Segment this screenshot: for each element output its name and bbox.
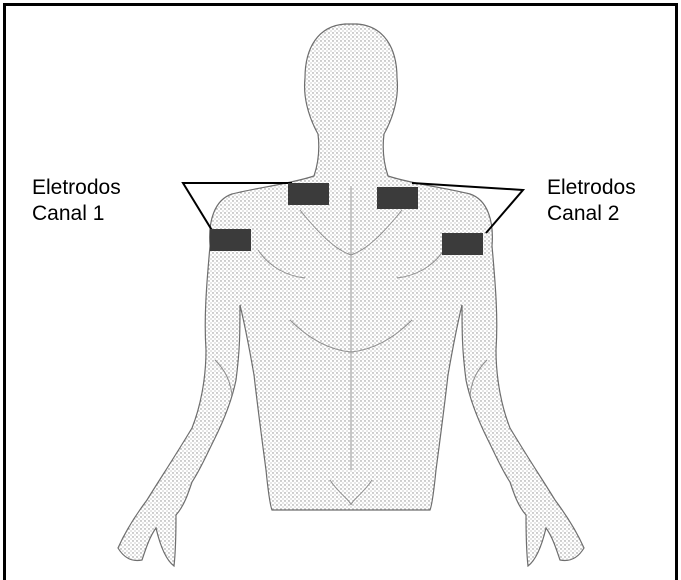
channel-1-label-line1: Eletrodos (32, 175, 121, 201)
channel-2-label-line2: Canal 2 (547, 201, 636, 227)
electrode-channel-2-trapezius (377, 187, 418, 209)
channel-2-label: Eletrodos Canal 2 (547, 175, 636, 227)
electrode-channel-2-deltoid (442, 233, 483, 255)
channel-1-label: Eletrodos Canal 1 (32, 175, 121, 227)
channel-1-label-line2: Canal 1 (32, 201, 121, 227)
electrode-channel-1-trapezius (288, 183, 329, 205)
electrode-channel-1-deltoid (210, 229, 251, 251)
channel-2-label-line1: Eletrodos (547, 175, 636, 201)
